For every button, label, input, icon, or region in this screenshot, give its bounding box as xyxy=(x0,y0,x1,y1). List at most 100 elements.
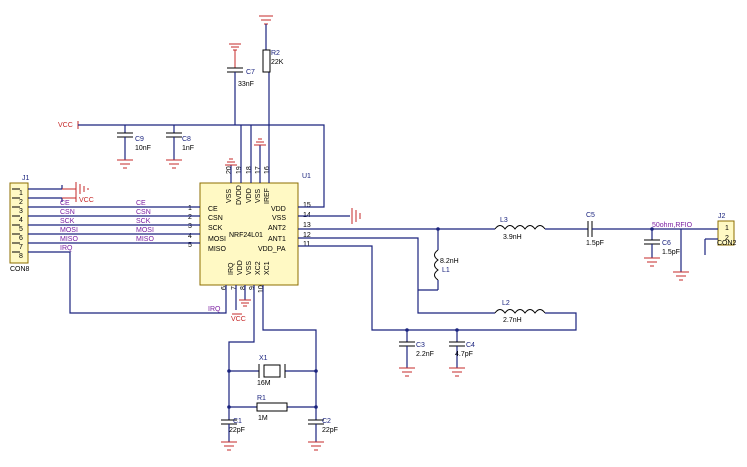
c6-designator: C6 xyxy=(662,240,671,247)
net-ce-left: CE xyxy=(60,200,70,207)
net-irq-left: IRQ xyxy=(60,245,73,252)
u1-pinnum-7: 7 xyxy=(231,286,238,290)
wire-irq xyxy=(28,251,227,314)
r1-designator: R1 xyxy=(257,395,266,402)
r2-designator: R2 xyxy=(271,50,280,57)
j1-pinnum-1: 1 xyxy=(19,190,23,197)
cap-c8[interactable]: C8 1nF xyxy=(166,125,194,169)
gnd-pin20 xyxy=(225,158,237,166)
j2-name: CON2 xyxy=(717,240,737,247)
u1-pinnum-13: 13 xyxy=(303,222,311,229)
u1-pin-top-vdd: VDD xyxy=(246,188,253,203)
c9-designator: C9 xyxy=(135,136,144,143)
u1-body xyxy=(199,182,299,286)
u1-pinnum-18: 18 xyxy=(246,166,253,174)
resistor-r1[interactable]: R1 1M xyxy=(227,395,318,422)
u1-pin-top-vss1: VSS xyxy=(226,189,233,203)
l2-designator: L2 xyxy=(502,300,510,307)
net-mosi-left: MOSI xyxy=(60,227,78,234)
u1-pinnum-11: 11 xyxy=(303,241,310,248)
l3-value: 3.9nH xyxy=(503,234,522,241)
gnd-j2 xyxy=(673,271,689,281)
j1-pinnum-6: 6 xyxy=(19,235,23,242)
cap-c4[interactable]: C4 4.7pF xyxy=(449,328,475,377)
wire-j1-2 xyxy=(28,197,63,202)
u1-designator: U1 xyxy=(302,173,311,180)
j2-connector[interactable]: J2 CON2 1 2 xyxy=(717,213,737,247)
j1-pinnum-3: 3 xyxy=(19,208,23,215)
j1-pinnum-5: 5 xyxy=(19,226,23,233)
wire-xc2 xyxy=(228,285,255,408)
c7-value: 33nF xyxy=(238,81,254,88)
u1-part-name: NRF24L01 xyxy=(229,232,263,239)
j2-pinnum-1: 1 xyxy=(725,225,729,232)
net-vcc-j1: VCC xyxy=(79,197,94,204)
c5-designator: C5 xyxy=(586,212,595,219)
c3-value: 2.2nF xyxy=(416,351,434,358)
j1-vcc-symbol xyxy=(62,194,77,202)
u1-pin-vdd: VDD xyxy=(271,206,286,213)
u1-pinnum-12: 12 xyxy=(303,232,311,239)
x1-designator: X1 xyxy=(259,355,268,362)
u1-nrf24l01[interactable]: U1 NRF24L01 CE CSN SCK MOSI MISO 1 2 3 4… xyxy=(188,166,311,293)
c2-value: 22pF xyxy=(322,427,338,434)
cap-c9[interactable]: C9 10nF xyxy=(117,125,151,169)
cap-c7[interactable]: C7 33nF xyxy=(227,43,255,125)
c2-designator: C2 xyxy=(322,418,331,425)
u1-pin-xc2: XC2 xyxy=(255,261,262,275)
l1-designator: L1 xyxy=(442,267,450,274)
resistor-r2[interactable]: R2 22K xyxy=(259,15,284,73)
cap-c6[interactable]: C6 1.5pF xyxy=(644,227,680,267)
u1-pinnum-4: 4 xyxy=(188,233,192,240)
u1-pinnum-2: 2 xyxy=(188,214,192,221)
j1-connector[interactable]: J1 CON8 1 2 3 4 5 6 7 8 xyxy=(9,175,30,273)
j1-name: CON8 xyxy=(10,266,30,273)
u1-pin-ce: CE xyxy=(208,206,218,213)
u1-pin-ant1: ANT1 xyxy=(268,236,286,243)
u1-pin-bot-vdd: VDD xyxy=(237,260,244,275)
u1-pinnum-9: 9 xyxy=(249,286,256,290)
cap-c1[interactable]: C1 22pF xyxy=(221,407,245,451)
wire-vcc-rail xyxy=(78,124,325,208)
r1-value: 1M xyxy=(258,415,268,422)
c3-designator: C3 xyxy=(416,342,425,349)
bus-wires xyxy=(28,185,227,314)
u1-pinnum-15: 15 xyxy=(303,202,311,209)
c8-value: 1nF xyxy=(182,145,194,152)
net-mosi-right: MOSI xyxy=(136,227,154,234)
net-irq-bottom: IRQ xyxy=(208,306,221,313)
u1-pin-iref: IREF xyxy=(264,188,271,204)
u1-pin-miso: MISO xyxy=(208,246,226,253)
net-csn-left: CSN xyxy=(60,209,75,216)
inductor-l3[interactable]: L3 3.9nH xyxy=(494,217,546,241)
u1-pinnum-10: 10 xyxy=(258,285,265,293)
u1-pin-irq: IRQ xyxy=(228,262,235,275)
j2-pinnum-2: 2 xyxy=(725,235,729,242)
u1-pinnum-8: 8 xyxy=(240,286,247,290)
r2-value: 22K xyxy=(271,59,284,66)
c5-value: 1.5pF xyxy=(586,240,604,247)
inductor-l2[interactable]: L2 2.7nH xyxy=(494,300,546,324)
net-miso-right: MISO xyxy=(136,236,154,243)
j1-pin-marks xyxy=(12,188,20,253)
x1-value: 16M xyxy=(257,380,271,387)
wire-vdd-pa xyxy=(298,245,577,331)
inductor-l1[interactable]: 8.2nH L1 xyxy=(434,227,459,290)
wire-j1-1 xyxy=(28,185,63,190)
cap-c3[interactable]: C3 2.2nF xyxy=(399,328,434,377)
crystal-x1[interactable]: X1 16M xyxy=(227,355,318,387)
u1-pinnum-19: 19 xyxy=(236,166,243,174)
net-ce-right: CE xyxy=(136,200,146,207)
u1-pin-top-vss2: VSS xyxy=(255,189,262,203)
gnd-pin8 xyxy=(239,299,251,307)
j1-designator: J1 xyxy=(22,175,30,182)
l1-value: 8.2nH xyxy=(440,258,459,265)
u1-pinnum-16: 16 xyxy=(264,166,271,174)
c1-value: 22pF xyxy=(229,427,245,434)
j2-body xyxy=(717,220,735,246)
cap-c2[interactable]: C2 22pF xyxy=(308,407,338,451)
gnd-pin14 xyxy=(351,208,361,224)
c6-value: 1.5pF xyxy=(662,249,680,256)
net-csn-right: CSN xyxy=(136,209,151,216)
